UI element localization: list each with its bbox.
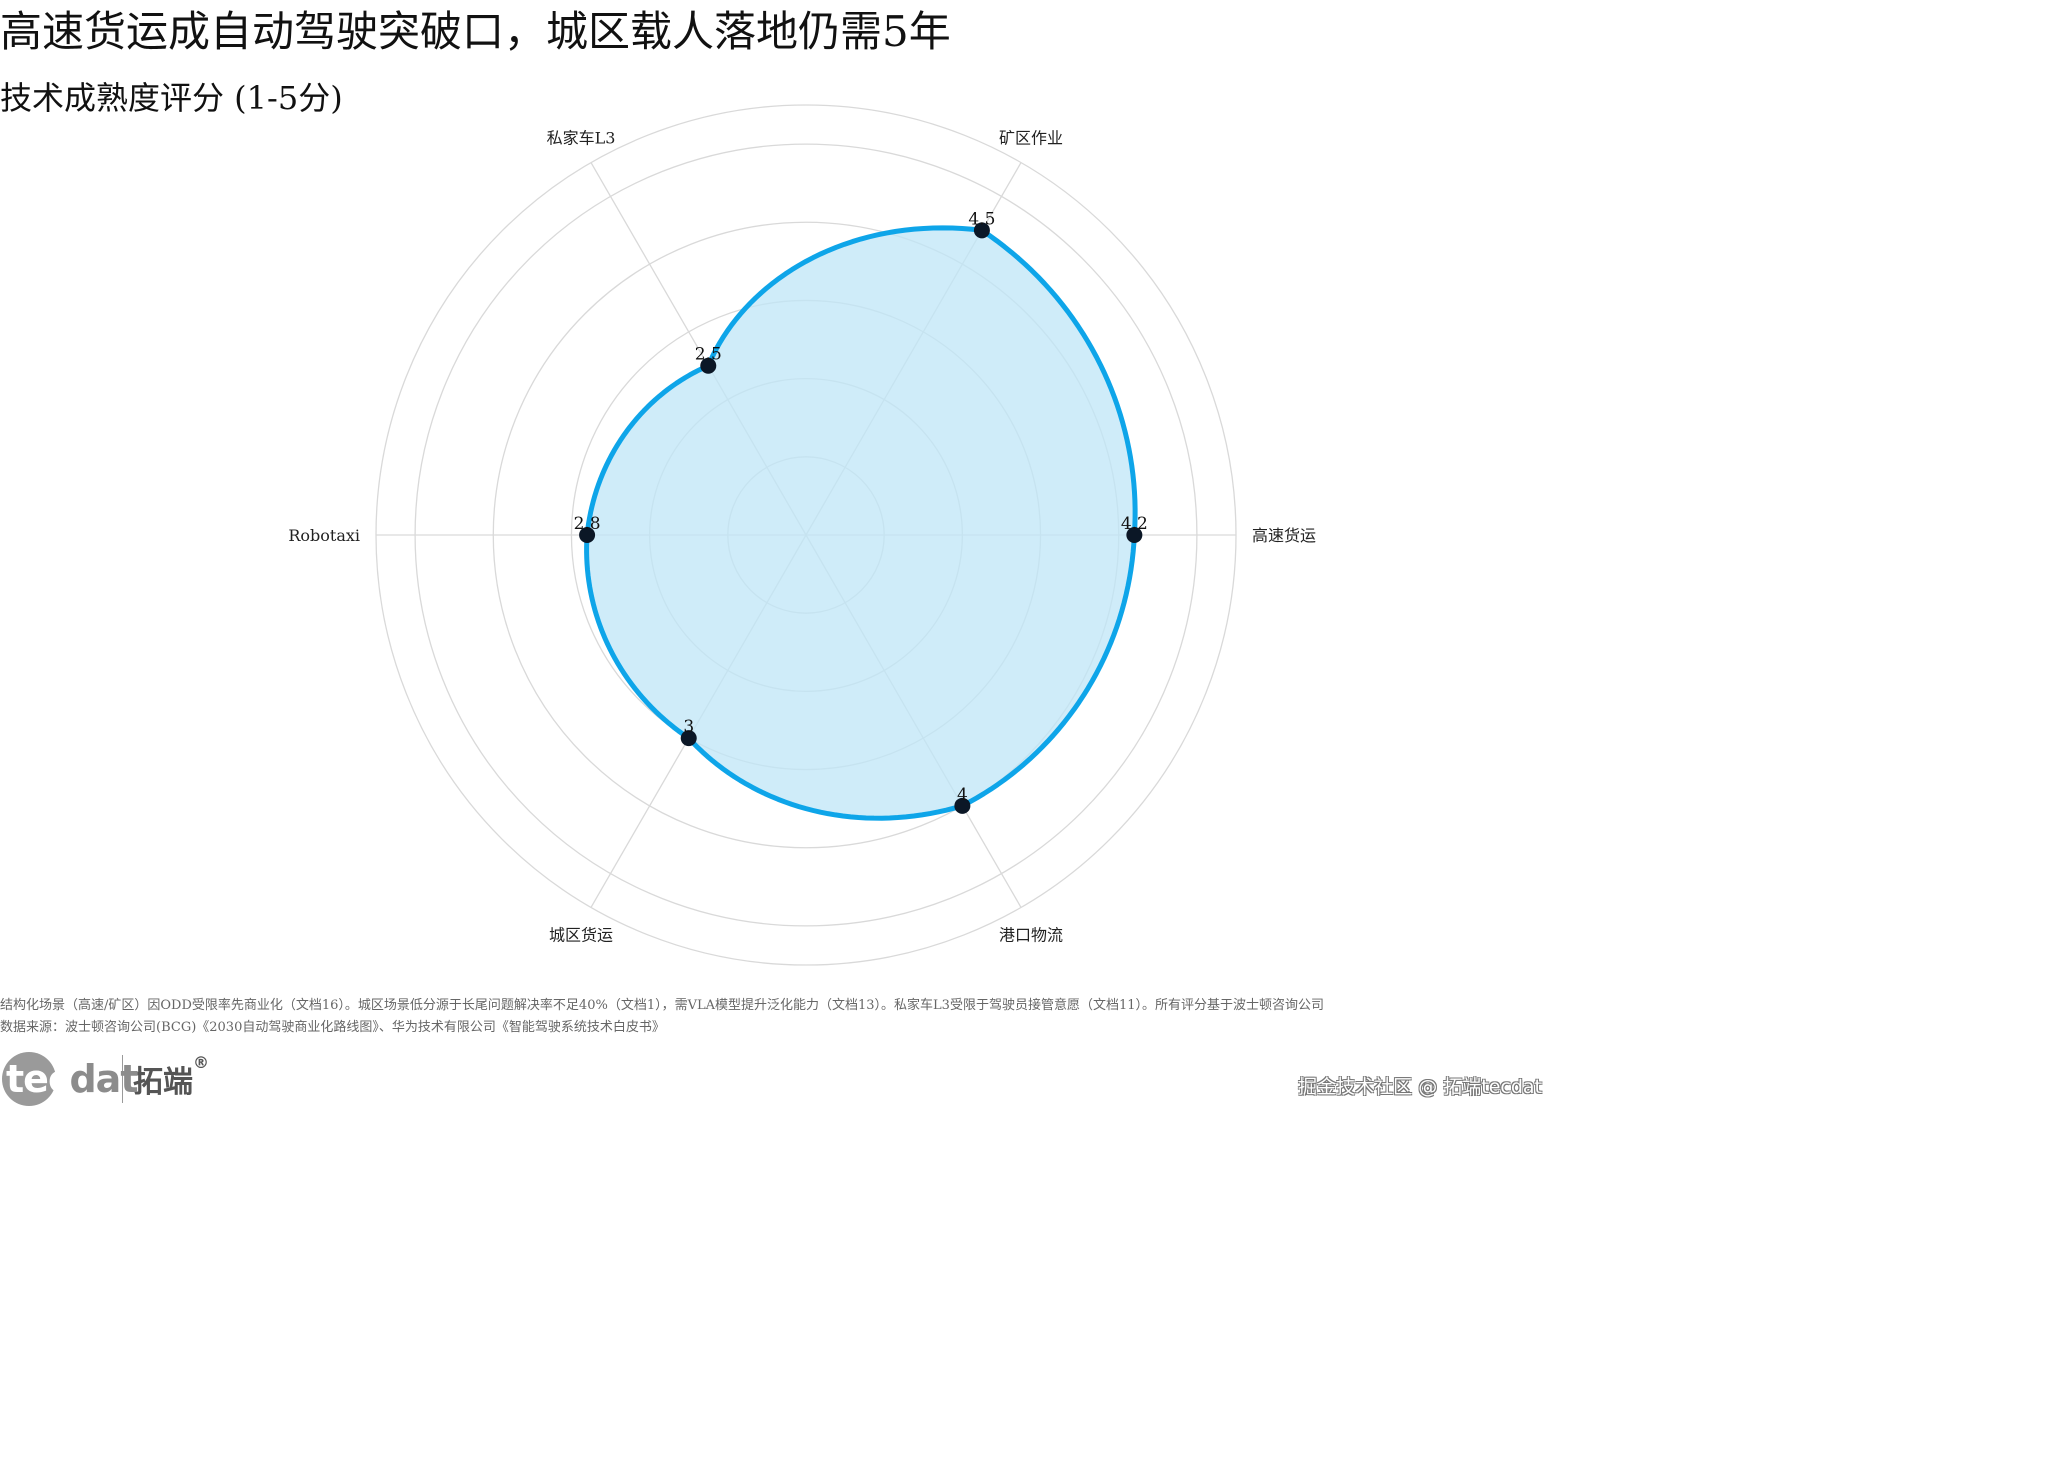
tecdat-logo-mark: tecdat — [0, 1050, 138, 1108]
category-label: 高速货运 — [1252, 526, 1316, 545]
data-point — [579, 527, 596, 543]
brand-logo: tecdat 拓端® — [0, 1050, 209, 1108]
data-label: 2.5 — [695, 345, 722, 365]
source-text: 数据来源：波士顿咨询公司(BCG)《2030自动驾驶商业化路线图》、华为技术有限… — [0, 1020, 665, 1035]
logo-divider — [122, 1055, 123, 1103]
data-label: 3 — [683, 717, 694, 737]
series-line — [584, 225, 1138, 821]
data-point — [700, 357, 717, 374]
category-label: 私家车L3 — [547, 128, 616, 147]
data-point — [954, 797, 971, 814]
category-label: 城区货运 — [549, 926, 613, 945]
data-point — [680, 730, 697, 747]
data-point — [1126, 527, 1143, 543]
data-label: 4 — [957, 785, 968, 805]
logo-chinese-name: 拓端® — [133, 1053, 209, 1100]
chart-title: 高速货运成自动驾驶突破口，城区载人落地仍需5年 — [0, 7, 951, 56]
data-point — [973, 222, 990, 239]
data-label: 2.8 — [574, 514, 601, 534]
category-label: Robotaxi — [288, 526, 360, 545]
watermark-credit: 掘金技术社区 @ 拓端tecdat — [1298, 1076, 1542, 1098]
footnote-text: 结构化场景（高速/矿区）因ODD受限率先商业化（文档16）。城区场景低分源于长尾… — [0, 998, 1324, 1013]
data-label: 4.2 — [1121, 514, 1148, 534]
category-label: 港口物流 — [999, 926, 1063, 945]
data-label: 4.5 — [968, 209, 995, 229]
logo-circle-icon — [2, 1052, 56, 1106]
category-label: 矿区作业 — [999, 128, 1063, 147]
logo-wordmark: tecdat — [6, 1057, 138, 1101]
chart-subtitle: 技术成熟度评分 (1-5分) — [0, 79, 343, 117]
